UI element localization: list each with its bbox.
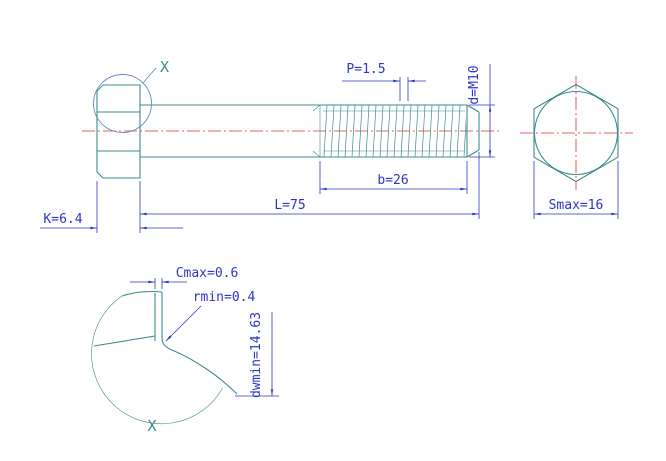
dim-washer-face-dia: dwmin=14.63 (235, 312, 279, 398)
bolt-thread (312, 104, 480, 158)
detail-callout-label: X (160, 58, 169, 76)
tip-chamfer-top (466, 104, 480, 113)
pitch-label: P=1.5 (346, 62, 385, 77)
detail-part-edges (93, 290, 238, 395)
dim-width-across-flats: Smax=16 (533, 161, 619, 219)
dim-total-length: L=75 (139, 152, 480, 233)
dim-fillet-radius: rmin=0.4 (165, 290, 256, 342)
thread-length-label: b=26 (377, 173, 408, 188)
dim-pitch: P=1.5 (342, 62, 426, 101)
hex-outline (533, 83, 619, 183)
dim-chamfer: Cmax=0.6 (130, 266, 238, 289)
thread-diameter-label: d=M10 (467, 65, 482, 104)
head-top-edge (121, 290, 163, 297)
dim-head-height: K=6.4 (40, 181, 183, 233)
detail-view: Cmax=0.6 rmin=0.4 dwmin=14.63 X (91, 266, 279, 435)
detail-break-arc (91, 295, 223, 425)
head-height-label: K=6.4 (43, 212, 82, 227)
fillet-and-bearing-face (161, 337, 238, 395)
bolt-head (96, 84, 141, 179)
fillet-radius-label: rmin=0.4 (193, 290, 256, 305)
chamfer-label: Cmax=0.6 (176, 266, 239, 281)
dim-thread-diameter: d=M10 (467, 64, 495, 158)
total-length-label: L=75 (274, 198, 305, 213)
detail-view-label: X (147, 417, 156, 435)
width-across-flats-label: Smax=16 (549, 198, 604, 213)
washer-face-dia-label: dwmin=14.63 (249, 312, 264, 398)
head-outline (96, 84, 141, 179)
bolt-shank (140, 104, 320, 158)
main-view: X P=1.5 d=M10 b=26 (40, 58, 502, 233)
thread-hatching (321, 105, 466, 157)
thread-runout-top (312, 104, 321, 112)
thread-runout-bottom (312, 150, 321, 158)
head-cone-facet-line (93, 335, 156, 347)
end-view: Smax=16 (520, 76, 633, 219)
detail-callout: X (93, 58, 169, 133)
dim-thread-length: b=26 (319, 161, 468, 194)
detail-callout-circle (93, 74, 152, 133)
tip-chamfer-bottom (466, 149, 480, 158)
chamfer-circle (533, 90, 619, 176)
detail-callout-leader (142, 67, 157, 84)
